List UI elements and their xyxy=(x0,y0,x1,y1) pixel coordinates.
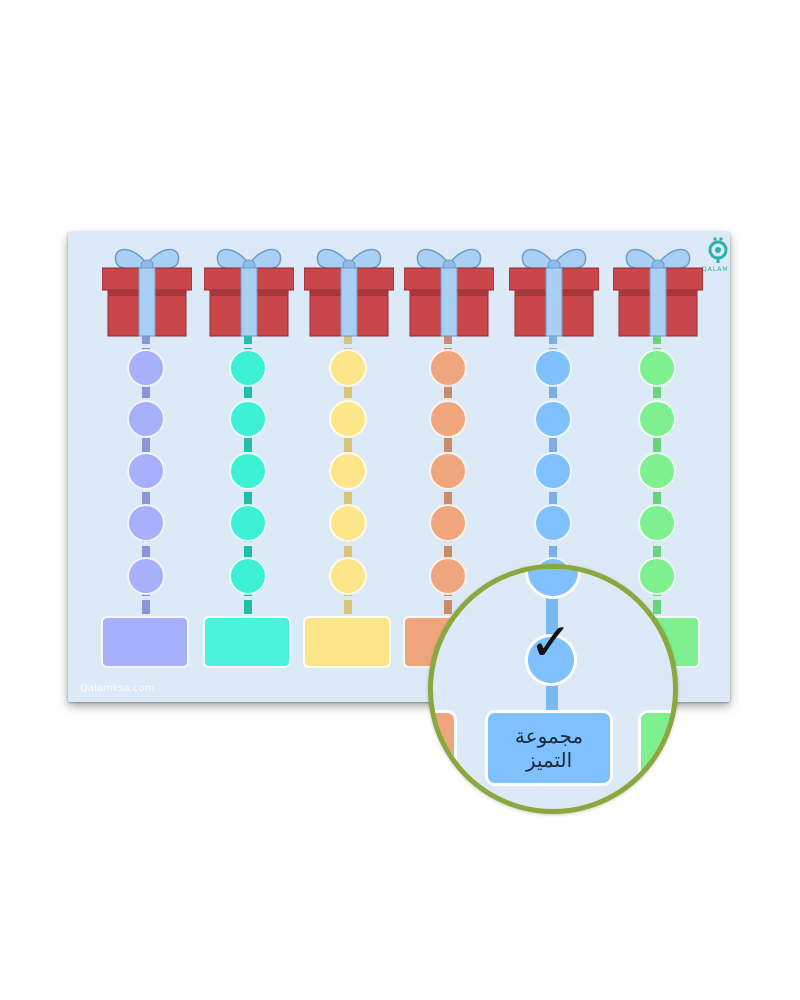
column-yellow xyxy=(298,0,398,1000)
bead[interactable] xyxy=(429,504,467,542)
bead[interactable] xyxy=(638,504,676,542)
bead[interactable] xyxy=(638,400,676,438)
bead[interactable] xyxy=(638,557,676,595)
bead[interactable] xyxy=(127,349,165,387)
bead[interactable] xyxy=(329,504,367,542)
bead[interactable] xyxy=(429,557,467,595)
footer-site-text: Qalamksa.com xyxy=(80,683,155,694)
gift-box-icon xyxy=(612,240,704,338)
group-label-box[interactable]: مجموعة التميز xyxy=(485,710,613,786)
group-name-box[interactable] xyxy=(101,616,189,668)
magnifier-side-box-left xyxy=(433,710,457,786)
bead[interactable] xyxy=(429,452,467,490)
bead[interactable] xyxy=(329,349,367,387)
bead[interactable] xyxy=(127,400,165,438)
gift-box-icon xyxy=(508,240,600,338)
qalam-logo-icon: QALAM xyxy=(700,236,736,276)
bead[interactable] xyxy=(127,452,165,490)
bead[interactable] xyxy=(229,452,267,490)
bead[interactable] xyxy=(638,349,676,387)
group-name-box[interactable] xyxy=(203,616,291,668)
bead[interactable] xyxy=(127,557,165,595)
bead[interactable] xyxy=(329,557,367,595)
bead[interactable] xyxy=(229,349,267,387)
bead[interactable] xyxy=(329,400,367,438)
bead[interactable] xyxy=(638,452,676,490)
group-name-box[interactable] xyxy=(303,616,391,668)
gift-box-icon xyxy=(403,240,495,338)
magnifier-zoom: ✓ مجموعة التميز xyxy=(428,564,678,814)
column-orange xyxy=(398,0,498,1000)
bead[interactable] xyxy=(534,400,572,438)
checkmark-icon: ✓ xyxy=(529,613,573,673)
column-purple xyxy=(96,0,196,1000)
bead[interactable] xyxy=(229,400,267,438)
bead[interactable] xyxy=(534,452,572,490)
bead[interactable] xyxy=(229,557,267,595)
group-label-line2: التميز xyxy=(525,748,573,772)
magnifier-bead-checked[interactable] xyxy=(525,634,577,686)
group-label-line1: مجموعة xyxy=(514,724,584,748)
bead[interactable] xyxy=(534,349,572,387)
gift-box-icon xyxy=(303,240,395,338)
bead[interactable] xyxy=(127,504,165,542)
column-teal xyxy=(198,0,298,1000)
column-green xyxy=(607,0,707,1000)
bead[interactable] xyxy=(229,504,267,542)
gift-box-icon xyxy=(101,240,193,338)
bead[interactable] xyxy=(329,452,367,490)
bead[interactable] xyxy=(534,504,572,542)
column-blue xyxy=(503,0,603,1000)
gift-box-icon xyxy=(203,240,295,338)
bead[interactable] xyxy=(429,400,467,438)
bead[interactable] xyxy=(429,349,467,387)
magnifier-side-box-right xyxy=(638,710,673,786)
logo-wordmark: QALAM xyxy=(702,266,729,273)
magnifier-bead-top xyxy=(525,569,581,599)
